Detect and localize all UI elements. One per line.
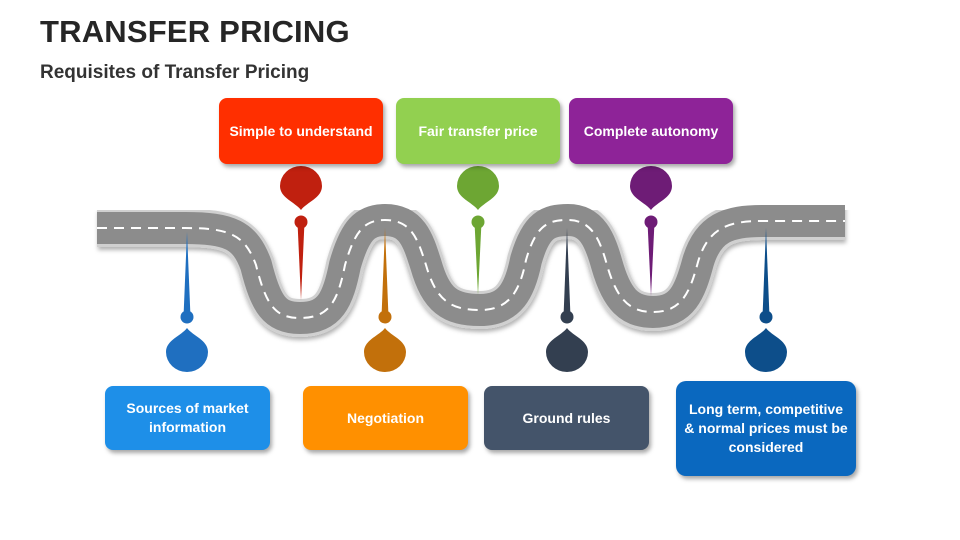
winding-road <box>97 201 845 337</box>
box-label: Long term, competitive & normal prices m… <box>684 401 848 455</box>
pin-blue <box>166 232 208 372</box>
page-subtitle: Requisites of Transfer Pricing <box>40 62 310 83</box>
pin-orange <box>364 228 406 372</box>
pin-red <box>280 166 322 300</box>
pin-slate <box>546 228 588 372</box>
box-label: Complete autonomy <box>583 122 719 139</box>
box-label: Simple to understand <box>229 122 373 139</box>
box-label: Negotiation <box>347 409 424 426</box>
pin-purple <box>630 166 672 296</box>
pin-navy <box>745 228 787 372</box>
box-label: Fair transfer price <box>418 122 538 139</box>
box-label: Sources of market information <box>126 400 249 435</box>
box-label: Ground rules <box>522 409 611 426</box>
pin-green <box>457 166 499 295</box>
box-ground-rules: Ground rules <box>484 386 649 450</box>
page-title: TRANSFER PRICING <box>40 14 350 49</box>
box-complete-autonomy: Complete autonomy <box>569 98 733 164</box>
box-fair-transfer-price: Fair transfer price <box>396 98 560 164</box>
box-long-term-prices: Long term, competitive & normal prices m… <box>676 381 856 476</box>
box-negotiation: Negotiation <box>303 386 468 450</box>
box-simple-to-understand: Simple to understand <box>219 98 383 164</box>
box-sources-of-market-information: Sources of market information <box>105 386 270 450</box>
